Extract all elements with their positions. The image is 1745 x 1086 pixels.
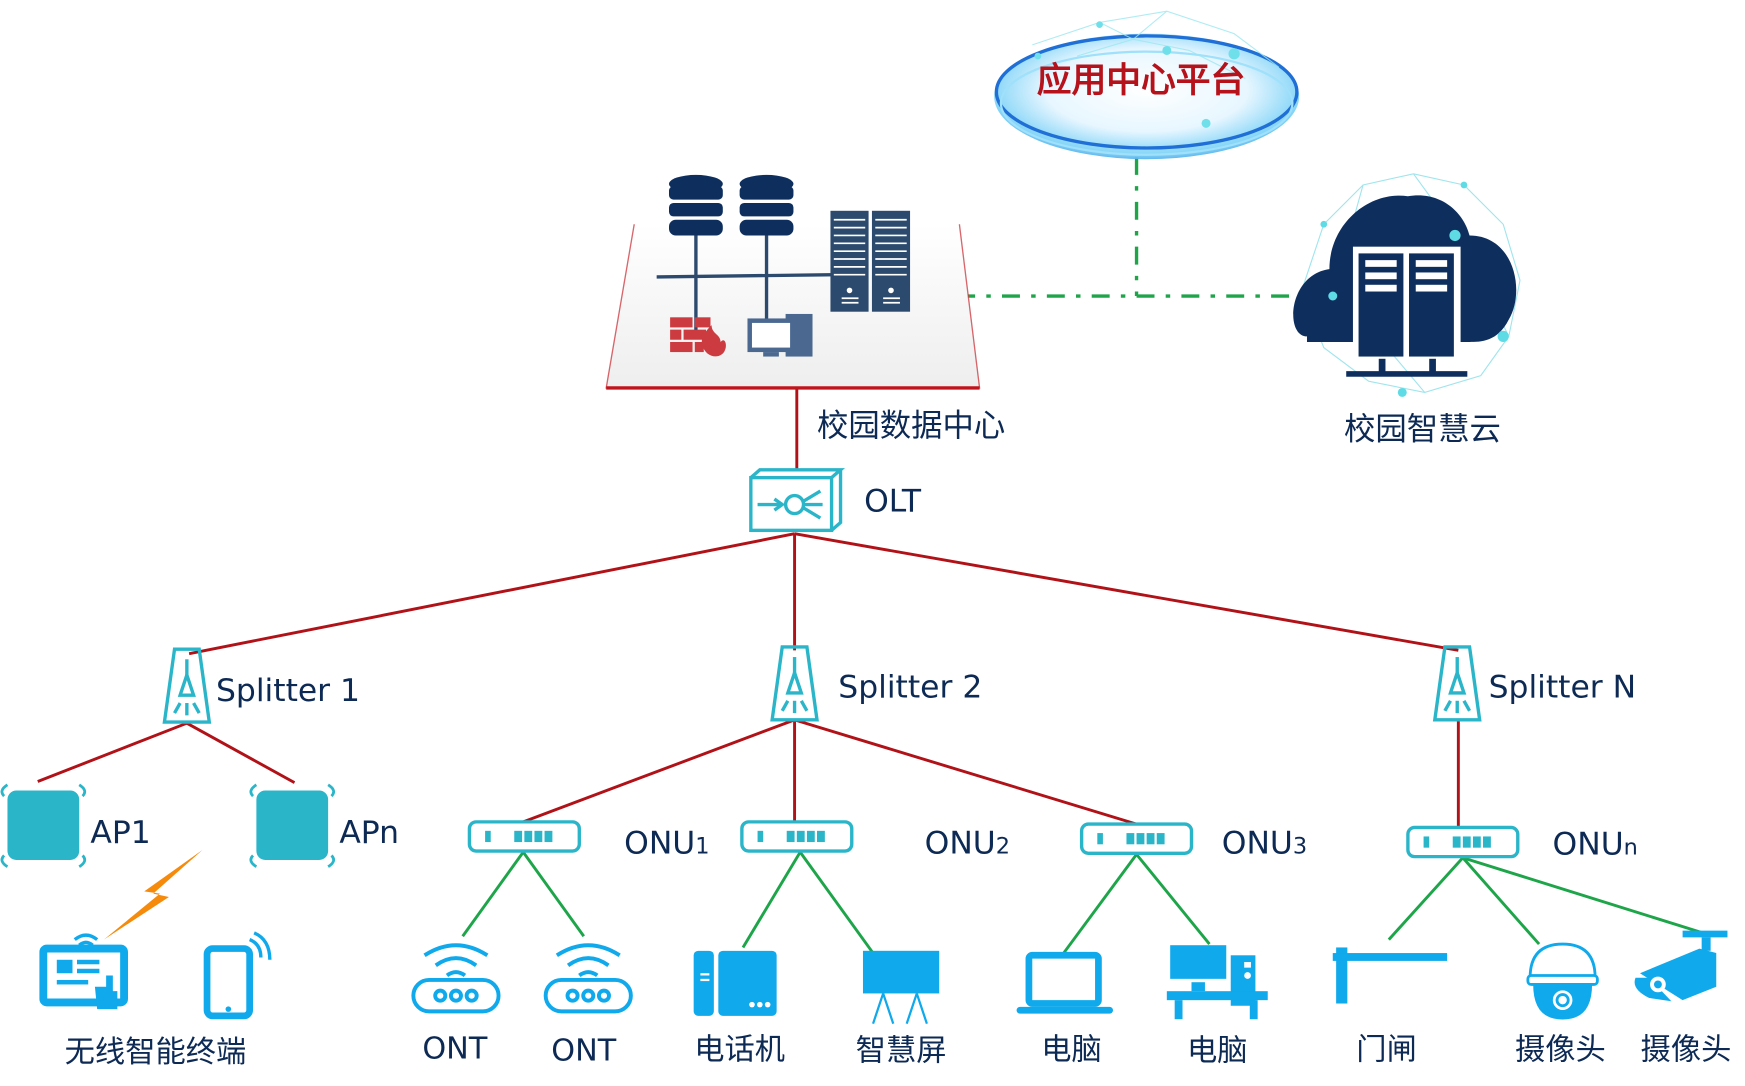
splitter-1-label: Splitter 1 bbox=[216, 673, 360, 709]
link-onu1-ont2 bbox=[522, 851, 585, 938]
splitter-n-node: Splitter N bbox=[1432, 645, 1637, 722]
olt-node: OLT bbox=[749, 468, 922, 533]
smart-screen-icon bbox=[862, 950, 940, 1025]
endpoint-ont-2: ONT bbox=[543, 943, 633, 1069]
ont-router-icon bbox=[411, 943, 501, 1014]
link-onun-bullet-camera bbox=[1462, 856, 1704, 935]
link-olt-splitter1 bbox=[188, 532, 795, 656]
endpoint-label: ONT bbox=[551, 1034, 616, 1069]
link-splitter2-onu3 bbox=[794, 718, 1137, 826]
server-rack-icon bbox=[830, 210, 911, 312]
gate-barrier-icon bbox=[1332, 947, 1448, 1004]
onu-icon bbox=[1079, 822, 1194, 855]
smart-cloud-label: 校园智慧云 bbox=[1344, 412, 1501, 448]
ap1-node: AP1 bbox=[0, 783, 151, 868]
telephone-icon bbox=[693, 950, 777, 1016]
firewall-icon bbox=[670, 317, 726, 357]
endpoint-dome-camera: 摄像头 bbox=[1515, 942, 1606, 1068]
link-onu3-desktop bbox=[1135, 853, 1211, 946]
onu-icon bbox=[740, 820, 854, 853]
endpoint-label: 无线智能终端 bbox=[65, 1035, 247, 1070]
laptop-icon bbox=[1016, 951, 1114, 1014]
endpoint-desktop: 电脑 bbox=[1166, 945, 1268, 1069]
splitter-icon bbox=[770, 645, 819, 722]
splitter-2-label: Splitter 2 bbox=[838, 669, 982, 705]
smartphone-icon bbox=[203, 931, 272, 1020]
endpoint-bullet-camera: 摄像头 bbox=[1634, 930, 1732, 1068]
data-center-icon bbox=[605, 174, 981, 390]
endpoint-telephone: 电话机 bbox=[693, 950, 785, 1068]
bullet-camera-icon bbox=[1634, 930, 1728, 1002]
endpoint-smart-screen: 智慧屏 bbox=[856, 950, 947, 1069]
link-splitter2-onu1 bbox=[522, 718, 796, 824]
olt-icon bbox=[749, 468, 846, 533]
app-platform-node: 应用中心平台 bbox=[994, 10, 1300, 160]
desktop-computer-icon bbox=[1166, 945, 1268, 1020]
olt-label: OLT bbox=[864, 483, 922, 519]
app-platform-label: 应用中心平台 bbox=[1037, 61, 1246, 101]
endpoint-wireless-terminal: 无线智能终端 bbox=[39, 931, 272, 1070]
splitter-icon bbox=[1432, 645, 1482, 722]
dome-camera-icon bbox=[1526, 942, 1599, 1020]
endpoint-label: 电脑 bbox=[1187, 1034, 1248, 1069]
onu-2-node: ONU2 bbox=[740, 820, 1010, 861]
splitter-icon bbox=[162, 647, 212, 724]
onu-1-node: ONU1 bbox=[467, 820, 710, 861]
cloud-server-icon bbox=[1293, 173, 1521, 397]
link-onu2-phone bbox=[741, 851, 802, 949]
links bbox=[37, 156, 1704, 954]
apn-node: APn bbox=[249, 783, 399, 868]
apn-label: APn bbox=[339, 815, 399, 851]
onu-2-label: ONU2 bbox=[925, 825, 1010, 861]
link-onu1-ont1 bbox=[461, 851, 525, 938]
database-icon bbox=[668, 174, 723, 236]
endpoint-label: 电脑 bbox=[1041, 1033, 1102, 1068]
endpoint-label: 电话机 bbox=[694, 1033, 785, 1068]
ont-router-icon bbox=[543, 943, 633, 1014]
endpoint-label: 摄像头 bbox=[1641, 1033, 1732, 1068]
tablet-icon bbox=[39, 933, 128, 1010]
workstation-icon bbox=[747, 313, 813, 357]
access-point-icon bbox=[0, 783, 87, 868]
link-onun-gate bbox=[1387, 856, 1464, 941]
link-onu2-screen bbox=[798, 851, 875, 954]
endpoint-ont-1: ONT bbox=[411, 943, 501, 1066]
link-onu3-laptop bbox=[1062, 853, 1138, 954]
onu-icon bbox=[467, 820, 581, 853]
link-olt-splitterN bbox=[794, 532, 1459, 652]
onu-icon bbox=[1406, 825, 1520, 859]
platform-disc-icon bbox=[994, 10, 1300, 160]
database-icon bbox=[739, 174, 794, 236]
access-point-icon bbox=[249, 783, 336, 868]
onu-3-node: ONU3 bbox=[1079, 822, 1307, 861]
data-center-label: 校园数据中心 bbox=[817, 408, 1005, 444]
data-center-node: 校园数据中心 bbox=[605, 174, 1005, 444]
splitter-1-node: Splitter 1 bbox=[162, 647, 360, 724]
endpoint-laptop: 电脑 bbox=[1016, 951, 1114, 1068]
onu-1-label: ONU1 bbox=[624, 825, 709, 861]
link-splitter1-ap1 bbox=[37, 721, 188, 783]
link-splitter1-apn bbox=[186, 721, 296, 784]
smart-cloud-node: 校园智慧云 bbox=[1293, 173, 1521, 448]
endpoint-label: 智慧屏 bbox=[856, 1034, 947, 1069]
wireless-signal-bolt-icon bbox=[103, 849, 203, 940]
link-onun-dome-camera bbox=[1461, 856, 1541, 946]
splitter-n-label: Splitter N bbox=[1489, 669, 1637, 705]
endpoint-label: 门闸 bbox=[1356, 1033, 1417, 1068]
onu-n-label: ONUn bbox=[1553, 826, 1638, 862]
onu-3-label: ONU3 bbox=[1222, 825, 1307, 861]
splitter-2-node: Splitter 2 bbox=[770, 645, 982, 722]
endpoint-gate: 门闸 bbox=[1332, 947, 1448, 1068]
ap1-label: AP1 bbox=[90, 815, 150, 851]
onu-n-node: ONUn bbox=[1406, 825, 1638, 862]
endpoint-label: ONT bbox=[422, 1031, 487, 1066]
endpoint-label: 摄像头 bbox=[1515, 1033, 1606, 1068]
